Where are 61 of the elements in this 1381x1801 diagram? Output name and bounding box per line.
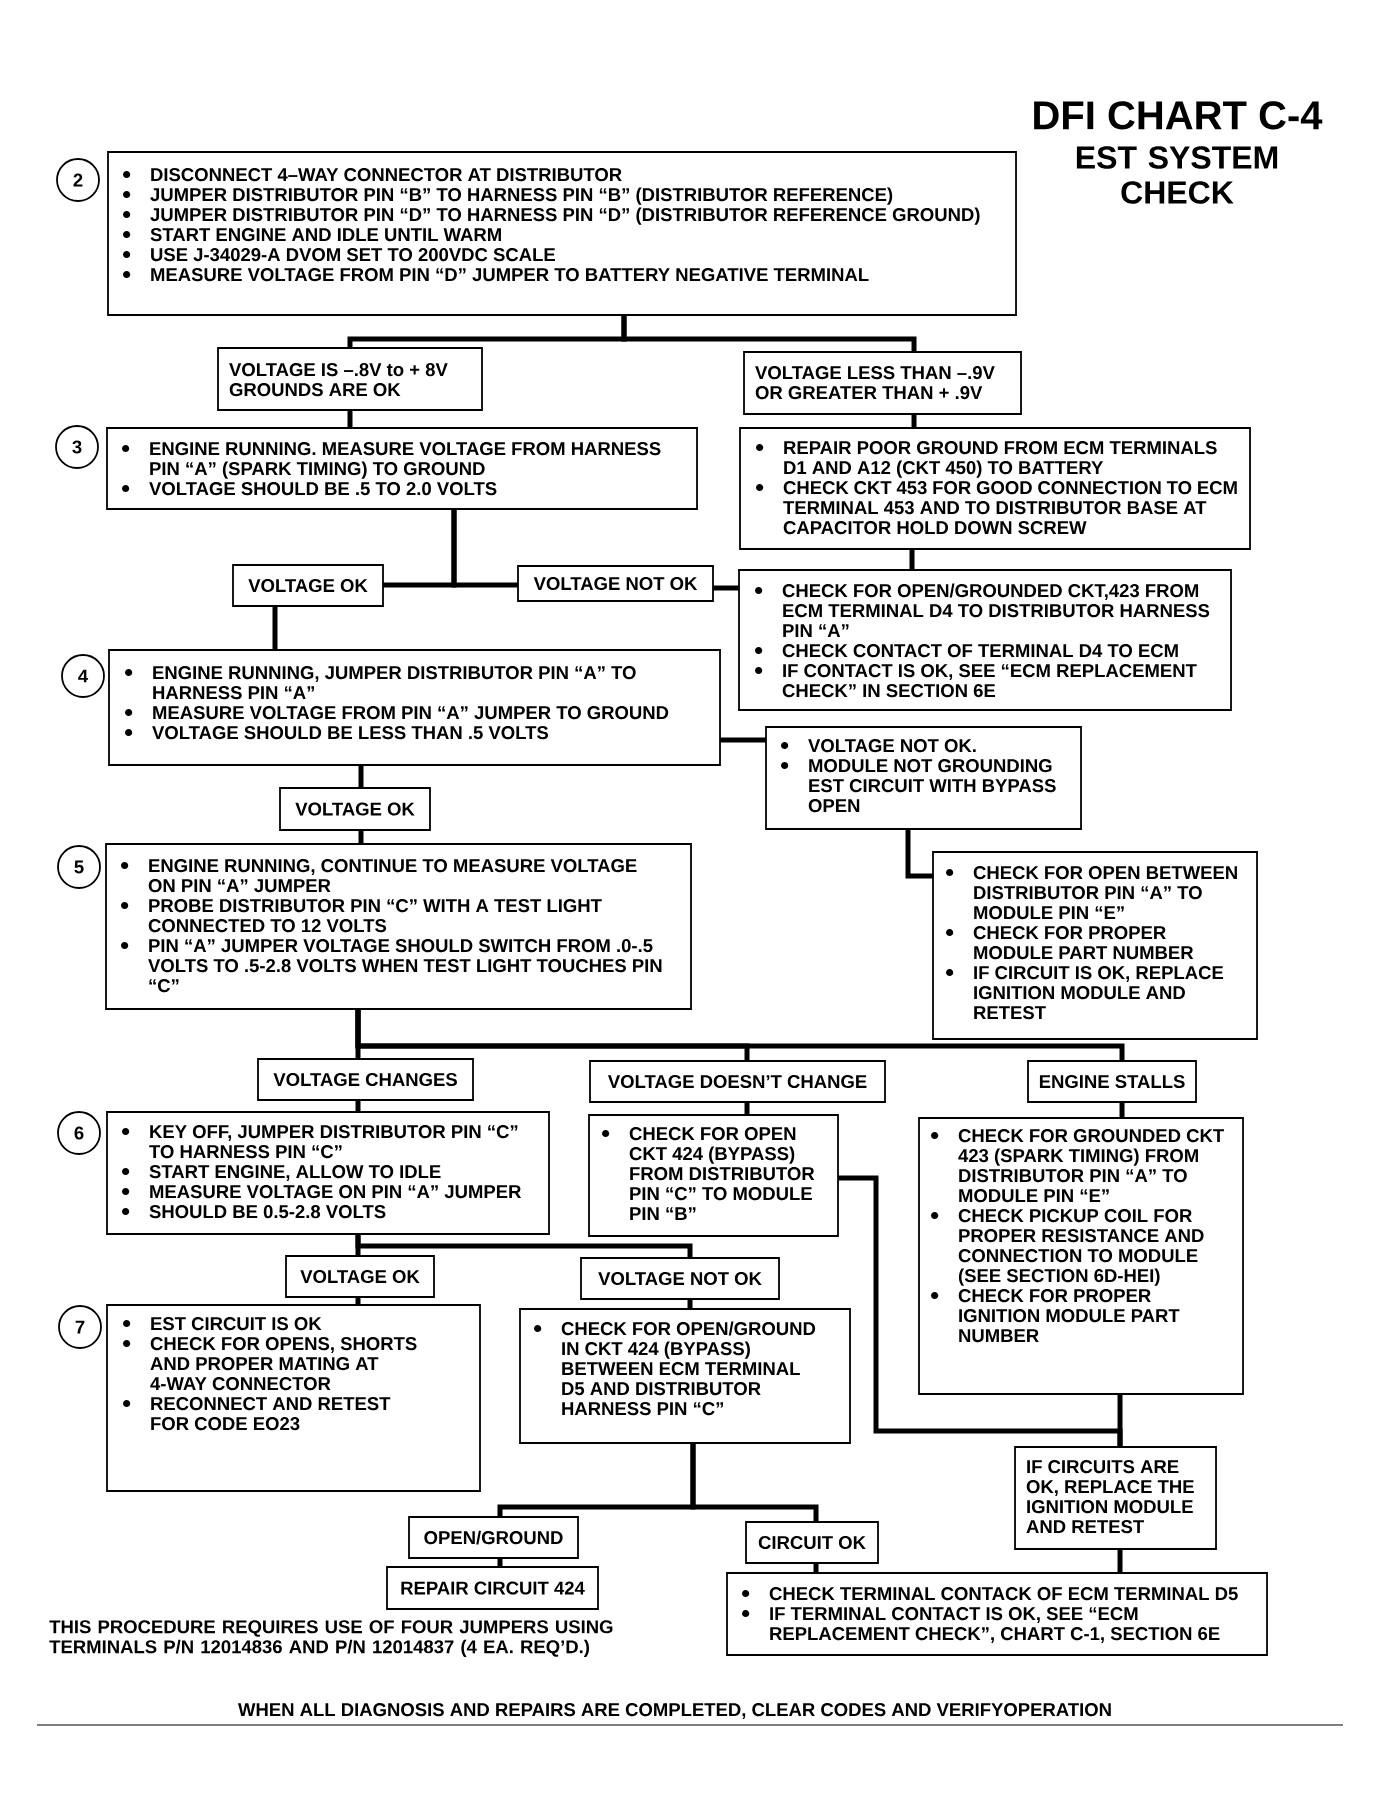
- instruction-box: CHECK FOR OPEN/GROUND IN CKT 424 (BYPASS) BETWEEN ECM TERMINAL D5 AND DISTRIBUTOR HARNESS PIN “C”: [519, 1308, 851, 1444]
- connector-line: [355, 1009, 1125, 1061]
- subtitle: EST SYSTEM CHECK: [1076, 146, 1278, 204]
- step-number: 3: [55, 425, 99, 469]
- step-number: 4: [61, 654, 105, 698]
- instruction-box: VOLTAGE IS –.8V to + 8V GROUNDS ARE OK: [217, 347, 483, 411]
- instruction-box: CHECK FOR OPEN/GROUNDED CKT,423 FROM ECM TERMINAL D4 TO DISTRIBUTOR HARNESS PIN “A” CHECK CONTACT OF TERMINAL D4 TO ECM IF CONTACT IS OK, SEE “ECM REPLACEMENT CHECK” IN SECTION 6E: [738, 569, 1232, 711]
- connector-line: [687, 1299, 693, 1309]
- connector-line: [713, 585, 739, 591]
- instruction-box: DISCONNECT 4–WAY CONNECTOR AT DISTRIBUTOR JUMPER DISTRIBUTOR PIN “B” TO HARNESS PIN “B” (DISTRIBUTOR REFERENCE) JUMPER DISTRIBUTOR PIN “D” TO HARNESS PIN “D” (DISTRIBUTOR REFERENCE GROUND) START ENGINE AND IDLE UNTIL WARM USE J-34029-A DVOM SET TO 200VDC SCALE MEASURE VOLTAGE FROM PIN “D” JUMPER TO BATTERY NEGATIVE TERMINAL: [107, 151, 1017, 316]
- outcome-box: VOLTAGE CHANGES: [257, 1058, 474, 1101]
- instruction-box: CHECK TERMINAL CONTACK OF ECM TERMINAL D5 IF TERMINAL CONTACT IS OK, SEE “ECM REPLACEMENT CHECK”, CHART C-1, SECTION 6E: [726, 1572, 1268, 1656]
- connector-line: [909, 549, 915, 570]
- outcome-box: VOLTAGE NOT OK: [580, 1257, 780, 1300]
- connector-line: [272, 606, 278, 650]
- outcome-box: OPEN/GROUND: [408, 1516, 579, 1559]
- outcome-box: ENGINE STALLS: [1027, 1060, 1197, 1103]
- instruction-box: VOLTAGE LESS THAN –.9V OR GREATER THAN + .9V: [743, 351, 1022, 415]
- step-number: 7: [58, 1305, 102, 1349]
- connector-line: [355, 1297, 361, 1305]
- outcome-box: VOLTAGE OK: [285, 1255, 435, 1298]
- connector-line: [690, 1443, 819, 1522]
- step-number: 2: [56, 158, 100, 202]
- connector-line: [1117, 1549, 1123, 1573]
- connector-line: [720, 737, 766, 743]
- connector-line: [451, 509, 518, 588]
- connector-line: [1117, 1394, 1123, 1447]
- connector-line: [911, 414, 917, 428]
- connector-line: [905, 829, 933, 879]
- instruction-box: ENGINE RUNNING, CONTINUE TO MEASURE VOLTAGE ON PIN “A” JUMPER PROBE DISTRIBUTOR PIN “C” WITH A TEST LIGHT CONNECTED TO 12 VOLTS PIN “A” JUMPER VOLTAGE SHOULD SWITCH FROM .0-.5 VOLTS TO .5-2.8 VOLTS WHEN TEST LIGHT TOUCHES PIN “C”: [105, 843, 692, 1010]
- connector-line: [355, 1234, 693, 1258]
- connector-line: [347, 410, 353, 428]
- outcome-box: VOLTAGE OK: [232, 564, 384, 607]
- connector-line: [358, 765, 364, 788]
- outcome-box: CIRCUIT OK: [745, 1521, 879, 1564]
- instruction-box: KEY OFF, JUMPER DISTRIBUTOR PIN “C” TO HARNESS PIN “C” START ENGINE, ALLOW TO IDLE MEASURE VOLTAGE ON PIN “A” JUMPER SHOULD BE 0.5-2.8 VOLTS: [106, 1111, 550, 1235]
- instruction-box: EST CIRCUIT IS OK CHECK FOR OPENS, SHORTS AND PROPER MATING AT 4-WAY CONNECTOR RECONNECT AND RETEST FOR CODE EO23: [106, 1304, 481, 1492]
- instruction-box: ENGINE RUNNING, JUMPER DISTRIBUTOR PIN “A” TO HARNESS PIN “A” MEASURE VOLTAGE FROM PIN “A” JUMPER TO GROUND VOLTAGE SHOULD BE LESS THAN .5 VOLTS: [108, 649, 721, 766]
- title: DFI CHART C-4: [1034, 101, 1323, 130]
- connector-line: [744, 1102, 750, 1115]
- footer-text: WHEN ALL DIAGNOSIS AND REPAIRS ARE COMPLETED, CLEAR CODES AND VERIFYOPERATION: [238, 1703, 1111, 1719]
- connector-line: [355, 1100, 361, 1112]
- instruction-box: CHECK FOR OPEN CKT 424 (BYPASS) FROM DISTRIBUTOR PIN “C” TO MODULE PIN “B”: [588, 1114, 839, 1237]
- instruction-box: IF CIRCUITS ARE OK, REPLACE THE IGNITION MODULE AND RETEST: [1014, 1446, 1217, 1550]
- instruction-box: VOLTAGE NOT OK. MODULE NOT GROUNDING EST CIRCUIT WITH BYPASS OPEN: [765, 726, 1082, 830]
- outcome-box: REPAIR CIRCUIT 424: [386, 1566, 599, 1610]
- step-number: 5: [57, 845, 101, 889]
- outcome-box: VOLTAGE OK: [279, 787, 431, 831]
- instruction-box: REPAIR POOR GROUND FROM ECM TERMINALS D1 AND A12 (CKT 450) TO BATTERY CHECK CKT 453 FOR GOOD CONNECTION TO ECM TERMINAL 453 AND TO DISTRIBUTOR BASE AT CAPACITOR HOLD DOWN SCREW: [739, 427, 1251, 550]
- step-number: 6: [57, 1111, 101, 1155]
- outcome-box: VOLTAGE DOESN’T CHANGE: [589, 1060, 886, 1103]
- connector-line: [497, 1558, 503, 1567]
- connector-line: [1119, 1102, 1125, 1118]
- instruction-box: ENGINE RUNNING. MEASURE VOLTAGE FROM HARNESS PIN “A” (SPARK TIMING) TO GROUND VOLTAGE SHOULD BE .5 TO 2.0 VOLTS: [106, 427, 698, 510]
- connector-line: [358, 830, 364, 844]
- connector-line: [621, 315, 917, 352]
- outcome-box: VOLTAGE NOT OK: [517, 565, 714, 602]
- instruction-box: CHECK FOR GROUNDED CKT 423 (SPARK TIMING) FROM DISTRIBUTOR PIN “A” TO MODULE PIN “E” CHECK PICKUP COIL FOR PROPER RESISTANCE AND CONNECTION TO MODULE (SEE SECTION 6D-HEI) CHECK FOR PROPER IGNITION MODULE PART NUMBER: [918, 1117, 1244, 1395]
- connector-line: [813, 1563, 819, 1573]
- instruction-box: CHECK FOR OPEN BETWEEN DISTRIBUTOR PIN “A” TO MODULE PIN “E” CHECK FOR PROPER MODULE PART NUMBER IF CIRCUIT IS OK, REPLACE IGNITION MODULE AND RETEST: [932, 851, 1258, 1040]
- note-text: THIS PROCEDURE REQUIRES USE OF FOUR JUMPERS USING TERMINALS P/N 12014836 AND P/N 12014837 (4 EA. REQ’D.): [49, 1620, 613, 1657]
